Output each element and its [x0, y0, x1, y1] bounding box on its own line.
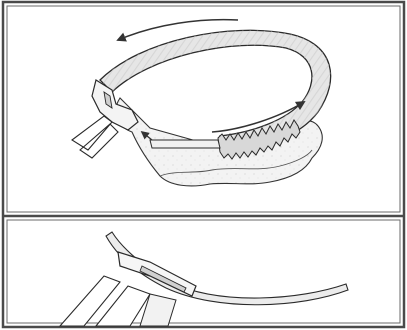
- strap-tail: [150, 140, 220, 148]
